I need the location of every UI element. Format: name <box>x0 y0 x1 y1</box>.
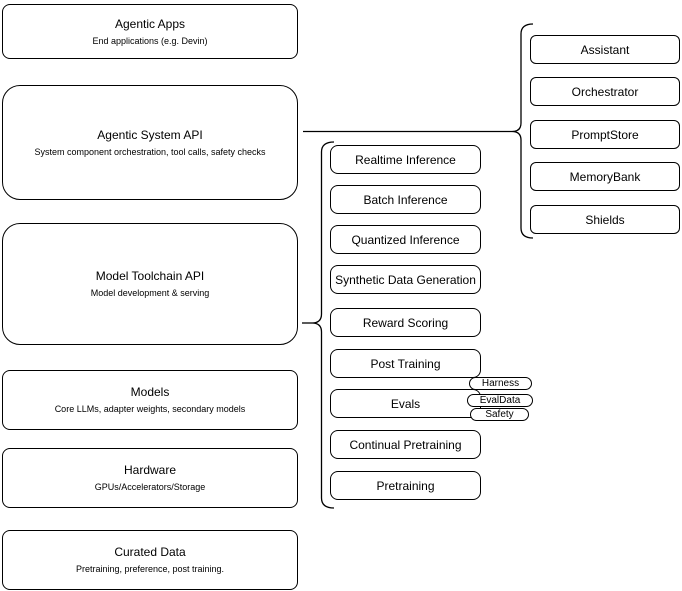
component-label: PromptStore <box>571 127 639 142</box>
layer-subtitle: Model development & serving <box>90 288 210 298</box>
service-pretraining: Pretraining <box>330 471 481 500</box>
service-synthetic-data-generation: Synthetic Data Generation <box>330 265 481 294</box>
service-reward-scoring: Reward Scoring <box>330 308 481 337</box>
eval-tag-safety: Safety <box>470 408 529 421</box>
service-label: Post Training <box>370 356 441 371</box>
layer-title: Hardware <box>123 463 177 477</box>
service-label: Reward Scoring <box>362 315 449 330</box>
layer-curated-data: Curated Data Pretraining, preference, po… <box>2 530 298 590</box>
layer-title: Model Toolchain API <box>95 269 205 283</box>
service-quantized-inference: Quantized Inference <box>330 225 481 254</box>
component-label: Shields <box>585 212 625 227</box>
service-continual-pretraining: Continual Pretraining <box>330 430 481 459</box>
layer-models: Models Core LLMs, adapter weights, secon… <box>2 370 298 430</box>
layer-title: Models <box>130 385 170 399</box>
service-label: Evals <box>390 396 421 411</box>
toolchain-bracket <box>311 141 335 509</box>
layer-subtitle: Core LLMs, adapter weights, secondary mo… <box>54 404 246 414</box>
layer-title: Curated Data <box>114 545 186 559</box>
service-label: Synthetic Data Generation <box>335 272 476 287</box>
component-shields: Shields <box>530 205 680 234</box>
layer-subtitle: Pretraining, preference, post training. <box>75 564 225 574</box>
service-evals: Evals <box>330 389 481 418</box>
eval-tag-label: Harness <box>481 378 520 389</box>
service-label: Pretraining <box>376 478 435 493</box>
eval-tag-label: Safety <box>485 409 514 420</box>
service-realtime-inference: Realtime Inference <box>330 145 481 174</box>
component-orchestrator: Orchestrator <box>530 77 680 106</box>
component-memorybank: MemoryBank <box>530 162 680 191</box>
layer-hardware: Hardware GPUs/Accelerators/Storage <box>2 448 298 508</box>
layer-title: Agentic System API <box>97 127 203 142</box>
layer-subtitle: End applications (e.g. Devin) <box>92 35 208 46</box>
eval-tag-harness: Harness <box>469 377 532 390</box>
layer-subtitle: GPUs/Accelerators/Storage <box>94 482 206 492</box>
eval-tag-label: EvalData <box>479 395 521 406</box>
layer-model-toolchain-api: Model Toolchain API Model development & … <box>2 223 298 345</box>
service-label: Quantized Inference <box>351 232 460 247</box>
component-assistant: Assistant <box>530 35 680 64</box>
layer-subtitle: System component orchestration, tool cal… <box>34 146 266 157</box>
component-label: MemoryBank <box>569 169 641 184</box>
service-label: Continual Pretraining <box>349 437 462 452</box>
service-post-training: Post Training <box>330 349 481 378</box>
component-label: Assistant <box>580 42 630 57</box>
layer-title: Agentic Apps <box>114 16 186 31</box>
layer-agentic-system-api: Agentic System API System component orch… <box>2 85 298 200</box>
component-promptstore: PromptStore <box>530 120 680 149</box>
service-batch-inference: Batch Inference <box>330 185 481 214</box>
service-label: Realtime Inference <box>355 152 456 167</box>
service-label: Batch Inference <box>363 192 448 207</box>
component-label: Orchestrator <box>571 84 639 99</box>
eval-tag-evaldata: EvalData <box>467 394 533 407</box>
components-bracket <box>511 23 534 239</box>
layer-agentic-apps: Agentic Apps End applications (e.g. Devi… <box>2 4 298 59</box>
